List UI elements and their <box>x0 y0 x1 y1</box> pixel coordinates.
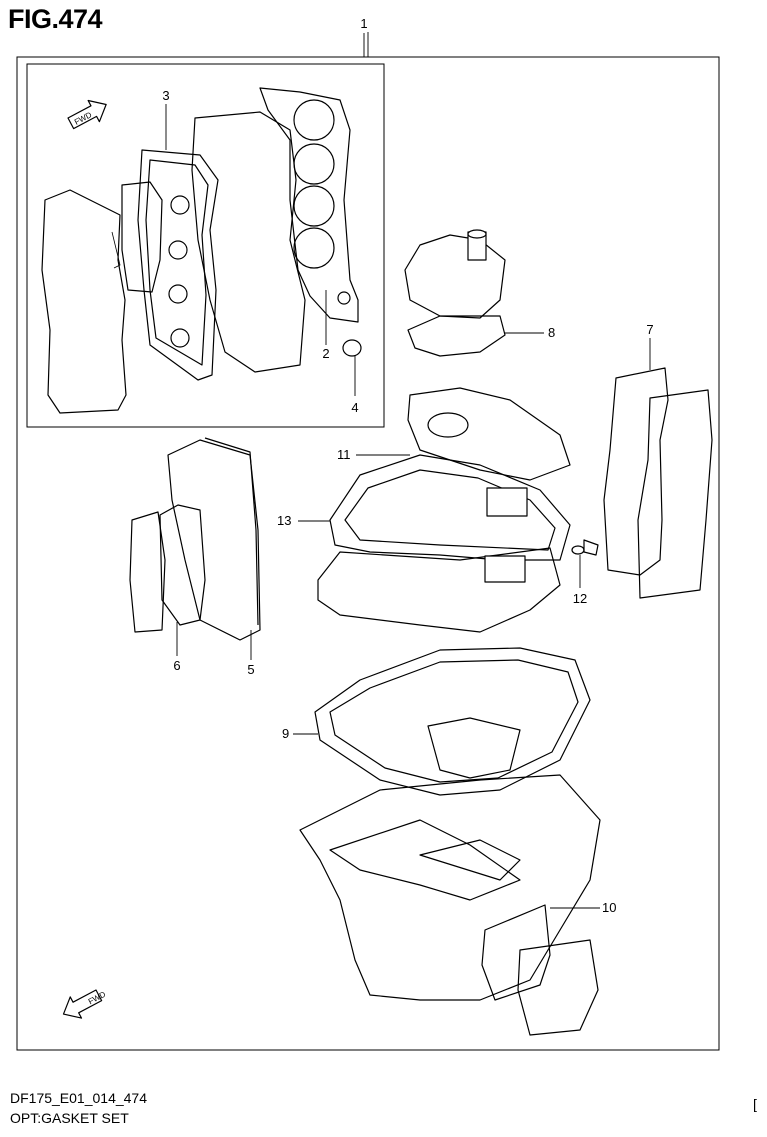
part-8-pump-gasket <box>407 315 506 357</box>
fwd-label-bottom: FWD <box>87 990 108 1007</box>
part-12-small-gasket <box>571 539 599 556</box>
figure-title: FIG.474 <box>8 4 103 34</box>
part-2-head-gasket <box>259 87 359 323</box>
part-4-o-ring <box>342 339 362 357</box>
callout-2: 2 <box>322 346 329 361</box>
engine-block-outline <box>191 111 306 373</box>
inner-frame <box>26 63 385 428</box>
callout-7: 7 <box>646 322 653 337</box>
part-5-gasket <box>167 439 261 641</box>
gasket-cover-plate <box>121 181 163 293</box>
callouts: 1 2 3 4 5 6 7 8 9 10 11 12 13 <box>162 16 653 915</box>
callout-4: 4 <box>351 400 358 415</box>
corner-mark: [ <box>753 1096 757 1112</box>
diagram-description: OPT:GASKET SET <box>10 1110 129 1126</box>
side-cover <box>637 389 713 599</box>
callout-1: 1 <box>360 16 367 31</box>
part-6-gasket <box>159 504 206 626</box>
side-plate-left <box>129 511 166 633</box>
callout-9: 9 <box>282 726 289 741</box>
lower-housing <box>299 774 601 1001</box>
callout-5: 5 <box>247 662 254 677</box>
fwd-arrow-icon: FWD <box>62 989 108 1019</box>
part-11-plate-gasket <box>407 387 571 481</box>
small-plate <box>484 555 526 583</box>
part-10-gasket <box>481 904 551 1001</box>
part-13-oil-pan-gasket <box>329 454 571 561</box>
callout-8: 8 <box>548 325 555 340</box>
callout-12: 12 <box>573 591 587 606</box>
diagram-code: DF175_E01_014_474 <box>10 1090 148 1106</box>
part-7-side-gasket <box>603 367 669 576</box>
callout-10: 10 <box>602 900 616 915</box>
fwd-arrow-icon: FWD <box>67 99 107 130</box>
lower-cover <box>517 939 599 1036</box>
gasket-left-cover <box>41 189 127 414</box>
water-pump-housing <box>404 229 506 319</box>
adapter-plate <box>317 547 561 633</box>
callout-6: 6 <box>173 658 180 673</box>
part-3-valve-cover-gasket <box>137 149 219 381</box>
part-9-big-gasket <box>314 647 591 796</box>
callout-13: 13 <box>277 513 291 528</box>
callout-3: 3 <box>162 88 169 103</box>
small-plate <box>486 487 528 517</box>
callout-11: 11 <box>337 447 351 462</box>
